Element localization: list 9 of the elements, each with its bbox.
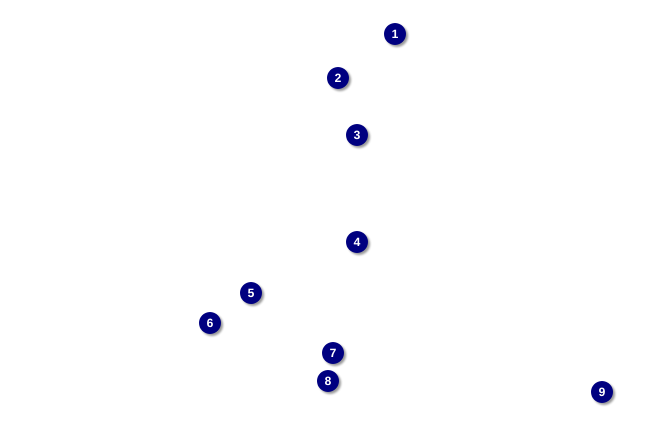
callout-number: 7 (322, 342, 344, 364)
callout-number: 4 (346, 231, 368, 253)
callout-number: 3 (346, 124, 368, 146)
callout-number: 6 (199, 312, 221, 334)
callout-number: 5 (240, 282, 262, 304)
callout-number: 9 (591, 381, 613, 403)
callout-number: 8 (317, 370, 339, 392)
callout-number: 2 (327, 67, 349, 89)
callout-number: 1 (384, 23, 406, 45)
